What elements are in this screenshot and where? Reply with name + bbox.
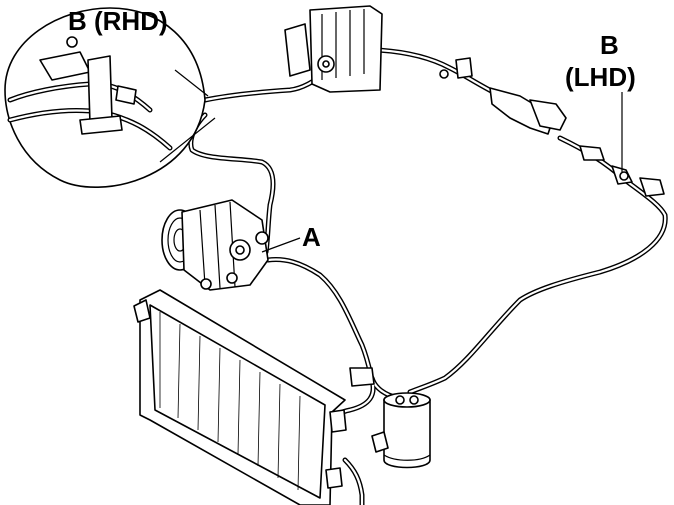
callout-label-lhd: (LHD) <box>565 62 636 92</box>
receiver-drier <box>349 367 431 469</box>
callout-label-b-rhd: B (RHD) <box>68 6 168 36</box>
rhd-detail-inset <box>4 7 216 188</box>
callout-label-b-lhd: B <box>600 30 619 60</box>
callout-label-a: A <box>302 222 321 252</box>
evaporator-unit <box>284 5 383 93</box>
condenser <box>133 289 347 505</box>
lhd-connector-area <box>439 57 665 197</box>
callout-leaders <box>261 92 623 253</box>
compressor <box>161 199 269 291</box>
